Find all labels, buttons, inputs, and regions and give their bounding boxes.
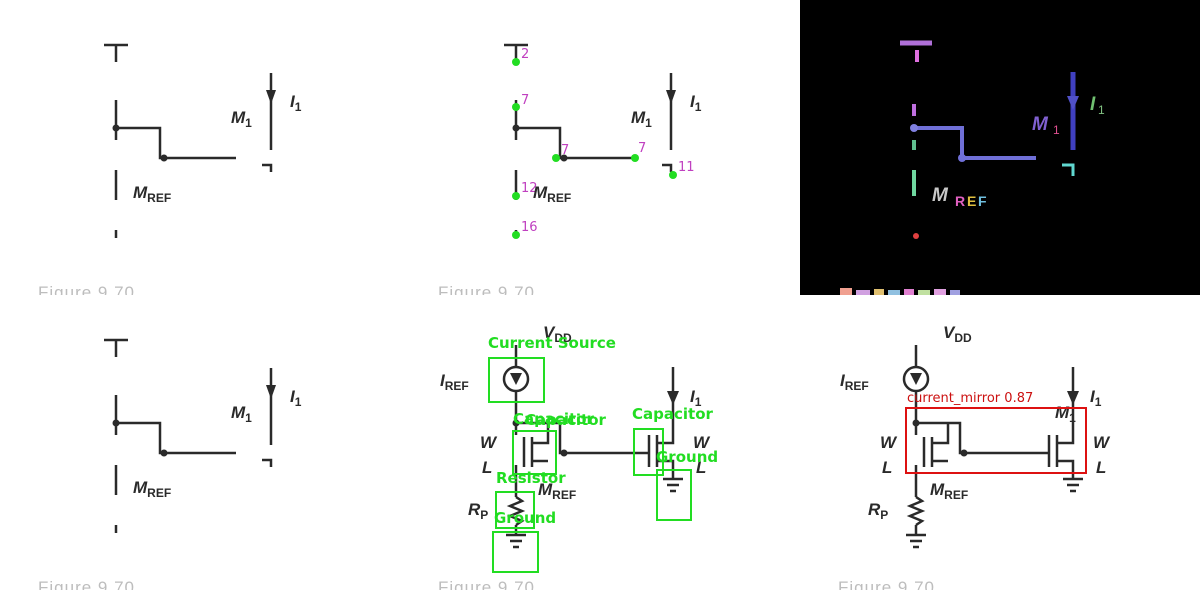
wl-right-den: L [696,458,707,477]
panel-segmentation: M 1 I 1 M R E F [800,0,1200,295]
figure-caption: Figure 9.70 [438,578,535,590]
keypoint-dot [512,231,520,239]
keypoint-dot [512,58,520,66]
svg-text:M: M [932,185,949,206]
figure-caption: Figure 9.70 [838,578,935,590]
svg-text:E: E [967,193,976,209]
vdd-label: VDD [943,323,972,345]
svg-text:1: 1 [1053,123,1060,137]
keypoint-dot [512,192,520,200]
iref-label: IREF [840,371,869,393]
current-mirror-box [905,407,1087,474]
detection-box-resistor [495,491,535,529]
mref-label: MREF [538,480,577,502]
svg-text:1: 1 [1098,103,1105,117]
figure-caption: Figure 9.70 [438,283,535,295]
keypoint-circuit-drawing [504,43,677,239]
svg-text:I: I [1090,94,1096,115]
i1-label: I1 [290,387,302,409]
detection-label: Current Source [488,334,616,352]
detection-box-ground [656,469,692,521]
keypoint-label: 16 [521,220,538,235]
iref-label: IREF [440,371,469,393]
mref-label: MREF [133,183,172,205]
wl-left-label: W [480,433,497,452]
detection-box-capacitor [512,430,557,475]
panel-component-detection: VDD IREF I1 W L W L MREF RP Current Sour… [400,295,800,590]
m1-label: M1 [631,108,652,130]
wl-right-label: W [693,433,710,452]
panel-current-mirror-detection: VDD IREF I1 M1 W L W L MREF RP current_m… [800,295,1200,590]
keypoint-label: 7 [638,141,647,156]
keypoint-label: 7 [561,143,570,158]
vdd-label: VDD [543,323,572,345]
rp-label: RP [468,500,489,522]
m1-label: M1 [231,108,252,130]
i1-label: I1 [290,92,302,114]
detection-box-ground [492,531,539,573]
detection-label: Capacitor [525,411,606,429]
panel-original-partial-2: M1 I1 MREF Figure 9.70 [0,295,400,590]
panel-original-partial: M1 I1 MREF Figure 9.70 [0,0,400,295]
segmentation-background [800,0,1200,295]
detection-box-capacitor [633,428,664,476]
figure-caption: Figure 9.70 [38,283,135,295]
rp-label: RP [868,500,889,522]
panel-keypoints: 2 7 7 7 11 12 16 M1 I1 MREF Figure 9.70 [400,0,800,295]
i1-label: I1 [690,387,702,409]
partial-circuit-drawing [104,43,276,238]
svg-text:F: F [978,193,987,209]
mref-label: MREF [533,183,572,205]
segmentation-mask: M 1 I 1 M R E F [840,40,1105,295]
svg-text:R: R [955,193,965,209]
detection-label: Capacitor [632,405,713,423]
keypoint-dot [552,154,560,162]
keypoint-label: 7 [521,93,530,108]
m1-label: M1 [231,403,252,425]
wl-left-label: W [880,433,897,452]
detection-label: Resistor [496,469,566,487]
keypoint-label: 2 [521,47,530,62]
i1-label: I1 [1090,387,1102,409]
svg-text:M: M [1032,114,1049,135]
keypoint-dot [669,171,677,179]
figure-caption: Figure 9.70 [38,578,135,590]
full-circuit-drawing [502,345,683,549]
detection-label: Ground [494,509,557,527]
partial-circuit-drawing [104,338,276,533]
keypoint-dot [631,154,639,162]
i1-label: I1 [690,92,702,114]
wl-right-den: L [1096,458,1107,477]
current-mirror-label: current_mirror 0.87 [907,391,1034,406]
mref-label: MREF [133,478,172,500]
keypoint-dot [512,103,520,111]
keypoint-label: 11 [678,160,695,175]
wl-right-label: W [1093,433,1110,452]
detection-label: Ground [656,448,719,466]
wl-left-den: L [482,458,493,477]
detection-box-current-source [488,357,545,403]
detection-label: Capacitor [513,410,594,428]
mref-label: MREF [930,480,969,502]
wl-left-den: L [882,458,893,477]
keypoint-label: 12 [521,181,538,196]
